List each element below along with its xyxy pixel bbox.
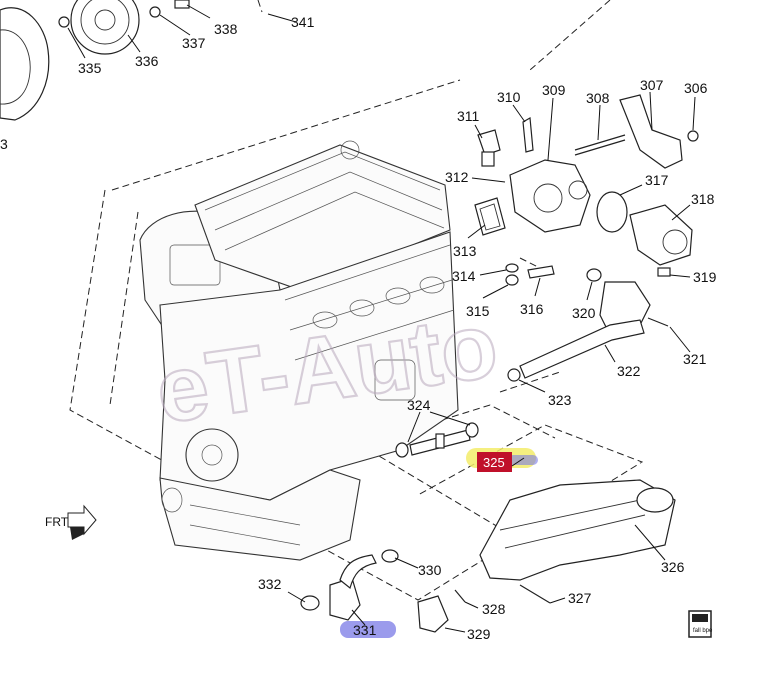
label-323: 323 [548,392,572,408]
front-marker: FRT [45,504,97,540]
front-marker-label: FRT [45,515,69,529]
highlight-group [340,448,538,638]
part-labels: 3 335 336 337 338 341 311 310 309 308 30… [0,14,717,642]
label-318: 318 [691,191,715,207]
highlight-blue-325 [508,455,538,465]
oil-cooler-parts [479,479,676,604]
label-309: 309 [542,82,566,98]
label-329: 329 [467,626,491,642]
label-332: 332 [258,576,282,592]
label-314: 314 [452,268,476,284]
label-317: 317 [645,172,669,188]
label-335: 335 [78,60,102,76]
label-307: 307 [640,77,664,93]
label-303: 3 [0,136,8,152]
engine-block [139,140,459,561]
highlight-blue-331 [340,621,396,638]
label-325: 325 [483,455,505,470]
label-319: 319 [693,269,717,285]
label-324: 324 [407,397,431,413]
label-308: 308 [586,90,610,106]
label-328: 328 [482,601,506,617]
corner-logo: fall bpe [688,610,713,638]
label-330: 330 [418,562,442,578]
label-310: 310 [497,89,521,105]
thermostat-housing-parts [474,94,699,382]
label-306: 306 [684,80,708,96]
lower-inlet-parts [300,549,466,633]
label-322: 322 [617,363,641,379]
coolant-tube-parts [395,422,479,458]
label-326: 326 [661,559,685,575]
top-left-parts [0,0,611,121]
label-321: 321 [683,351,707,367]
label-311: 311 [457,108,480,124]
label-331: 331 [353,622,377,638]
logo-text: fall bpe [693,628,713,634]
leader-lines [67,4,696,633]
label-337: 337 [182,35,206,51]
label-320: 320 [572,305,596,321]
label-313: 313 [453,243,477,259]
label-327: 327 [568,590,592,606]
label-312: 312 [445,169,469,185]
label-341: 341 [291,14,315,30]
label-316: 316 [520,301,544,317]
label-336: 336 [135,53,159,69]
label-338: 338 [214,21,238,37]
label-315: 315 [466,303,490,319]
highlight-red-325 [477,452,512,472]
